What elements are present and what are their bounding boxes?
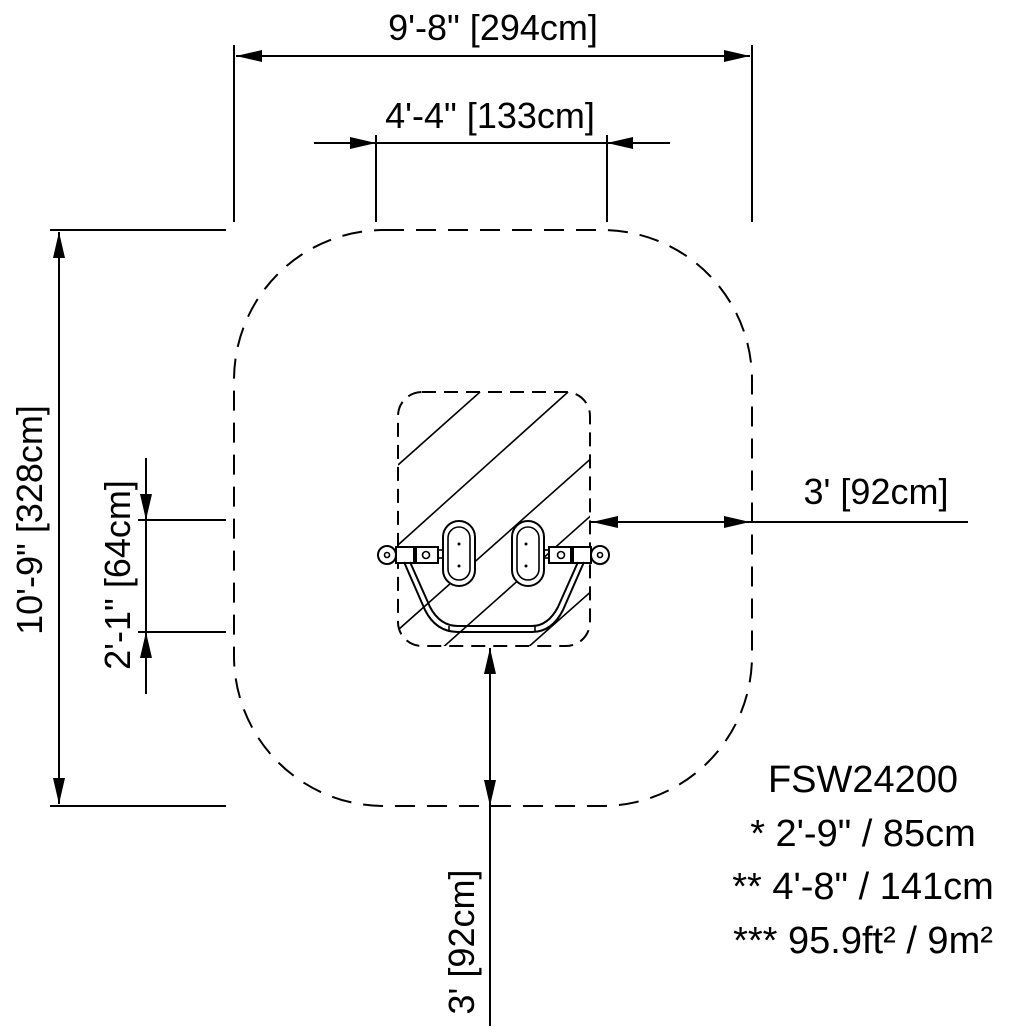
use-zone-boundary (233, 229, 753, 807)
overall-depth-label: 10'-9" [328cm] (9, 405, 50, 635)
equipment-footprint (397, 391, 591, 647)
spring-rider-seat-icon (377, 520, 610, 633)
inner-width-label: 4'-4" [133cm] (385, 95, 595, 136)
overall-depth-dimension: 10'-9" [328cm] (9, 229, 226, 807)
note-area: *** 95.9ft² / 9m² (733, 920, 993, 962)
model-notes: FSW24200 * 2'-9" / 85cm ** 4'-8" / 141cm… (732, 759, 994, 962)
right-clearance-label: 3' [92cm] (804, 471, 949, 512)
inner-width-dimension: 4'-4" [133cm] (314, 95, 670, 222)
note-free-height: * 2'-9" / 85cm (750, 813, 976, 855)
right-clearance-dimension: 3' [92cm] (590, 471, 968, 528)
overall-width-label: 9'-8" [294cm] (388, 7, 598, 48)
model-number: FSW24200 (768, 759, 958, 801)
note-fall-height: ** 4'-8" / 141cm (732, 866, 994, 908)
side-offset-label: 2'-1" [64cm] (97, 480, 138, 670)
side-offset-dimension: 2'-1" [64cm] (97, 458, 226, 694)
overall-width-dimension: 9'-8" [294cm] (233, 7, 753, 222)
bottom-clearance-dimension: 3' [92cm] (441, 648, 496, 1026)
bottom-clearance-label: 3' [92cm] (441, 870, 482, 1015)
